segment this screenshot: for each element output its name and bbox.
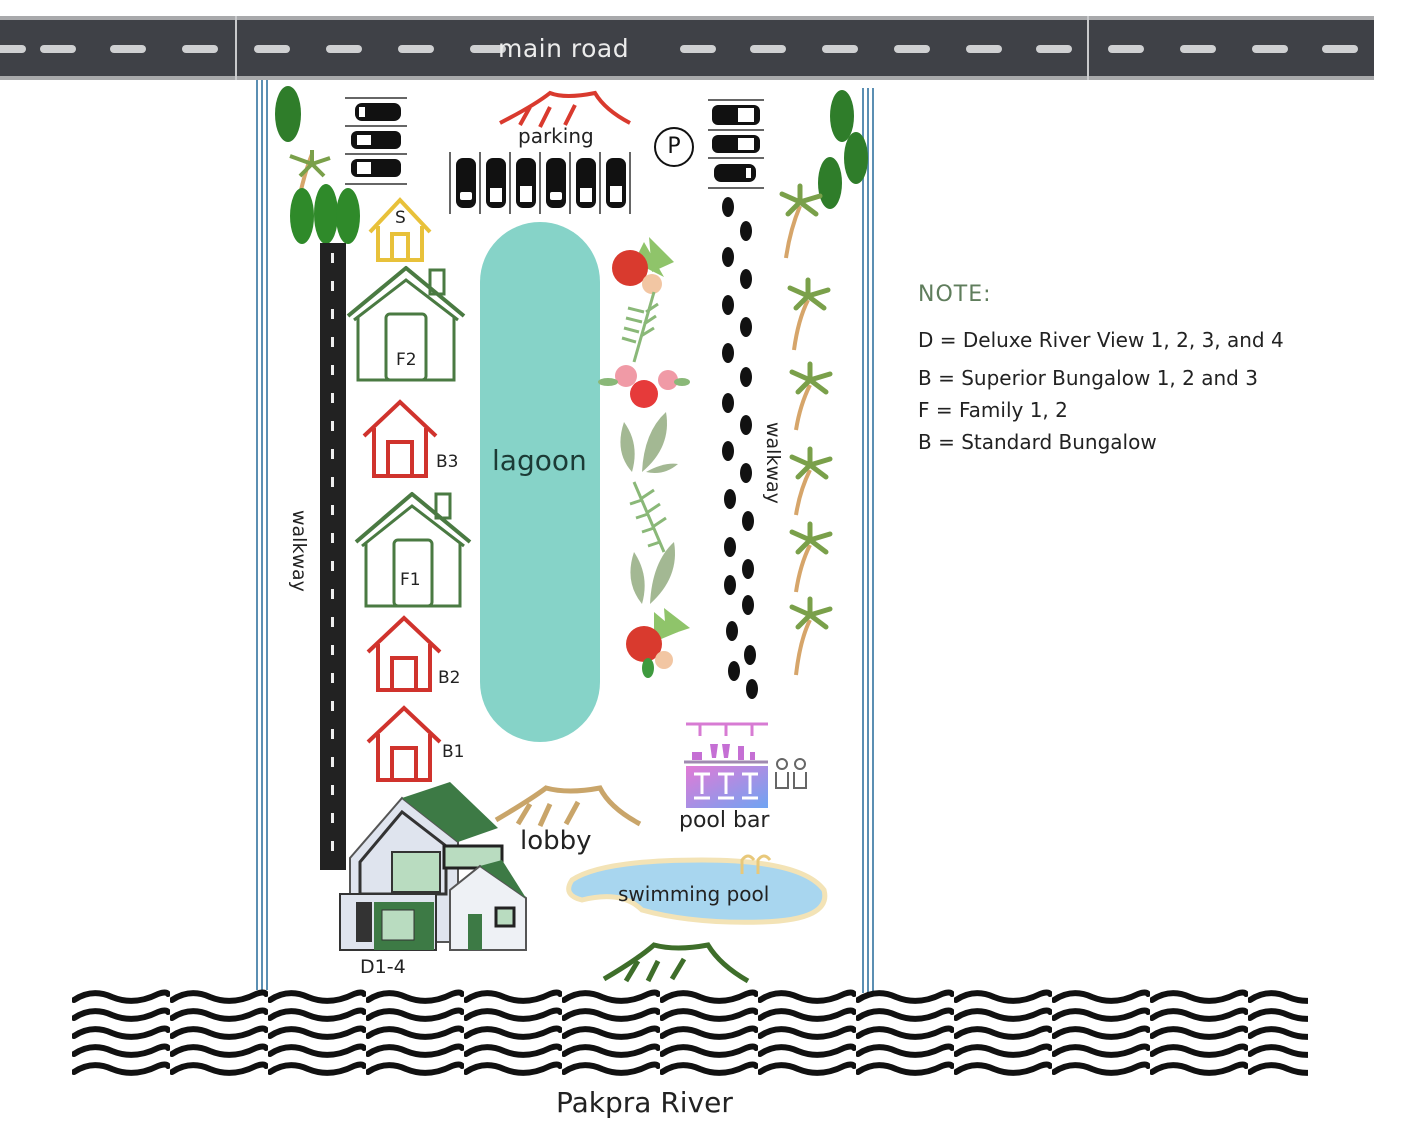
family-house-icon — [354, 492, 472, 608]
road-divider — [1087, 16, 1089, 80]
family-house-icon — [346, 266, 466, 382]
parking-sign-text: P — [667, 134, 681, 159]
right-fence — [862, 88, 874, 993]
building-label-f1: F1 — [400, 570, 421, 590]
road-divider — [235, 16, 237, 80]
right-walkway-label: walkway — [762, 422, 784, 504]
building-label-f2: F2 — [396, 350, 417, 370]
lagoon-label: lagoon — [492, 444, 587, 477]
main-road-label: main road — [498, 34, 630, 63]
swimming-pool-icon — [566, 854, 828, 925]
building-label-b1: B1 — [442, 742, 465, 762]
parking-sign-icon: P — [654, 127, 694, 167]
left-walkway-label: walkway — [288, 510, 310, 592]
footsteps-walkway-icon — [722, 197, 758, 699]
pool-bar-label: pool bar — [679, 808, 770, 833]
parking-label: parking — [518, 124, 594, 148]
pool-roof-icon — [602, 942, 750, 984]
parking-lot-top — [449, 152, 631, 214]
left-fence — [256, 80, 268, 990]
parking-lot-right — [708, 99, 764, 189]
bungalow-icon — [366, 705, 442, 782]
swimming-pool-label: swimming pool — [618, 882, 770, 906]
river-waves — [72, 988, 1308, 1078]
bungalow-icon — [366, 615, 442, 692]
legend-item-family: F = Family 1, 2 — [918, 398, 1068, 422]
main-road: main road — [0, 16, 1374, 80]
pool-bar-icon — [684, 722, 807, 808]
legend-item-deluxe: D = Deluxe River View 1, 2, 3, and 4 — [918, 328, 1284, 352]
left-walkway-path — [320, 243, 346, 870]
parking-lot-left — [345, 97, 407, 185]
river-label: Pakpra River — [556, 1086, 733, 1119]
legend-title: NOTE: — [918, 282, 992, 307]
lagoon — [480, 222, 600, 742]
palm-trees-icon — [779, 183, 833, 676]
pine-trees-icon — [275, 86, 360, 244]
lobby-label: lobby — [520, 826, 592, 856]
building-label-b2: B2 — [438, 668, 461, 688]
lobby-roof-icon — [494, 785, 642, 828]
parking-roof-icon — [499, 90, 631, 128]
pine-trees-icon — [818, 90, 868, 209]
standard-bungalow-icon — [368, 197, 432, 262]
building-label-d1-4: D1-4 — [360, 956, 406, 978]
legend-item-standard: B = Standard Bungalow — [918, 430, 1157, 454]
building-label-s: S — [395, 208, 406, 228]
deluxe-villa-icon — [339, 782, 527, 951]
building-label-b3: B3 — [436, 452, 459, 472]
legend-item-superior: B = Superior Bungalow 1, 2 and 3 — [918, 366, 1258, 390]
bungalow-icon — [362, 399, 438, 478]
floral-decoration-icon — [598, 237, 690, 678]
